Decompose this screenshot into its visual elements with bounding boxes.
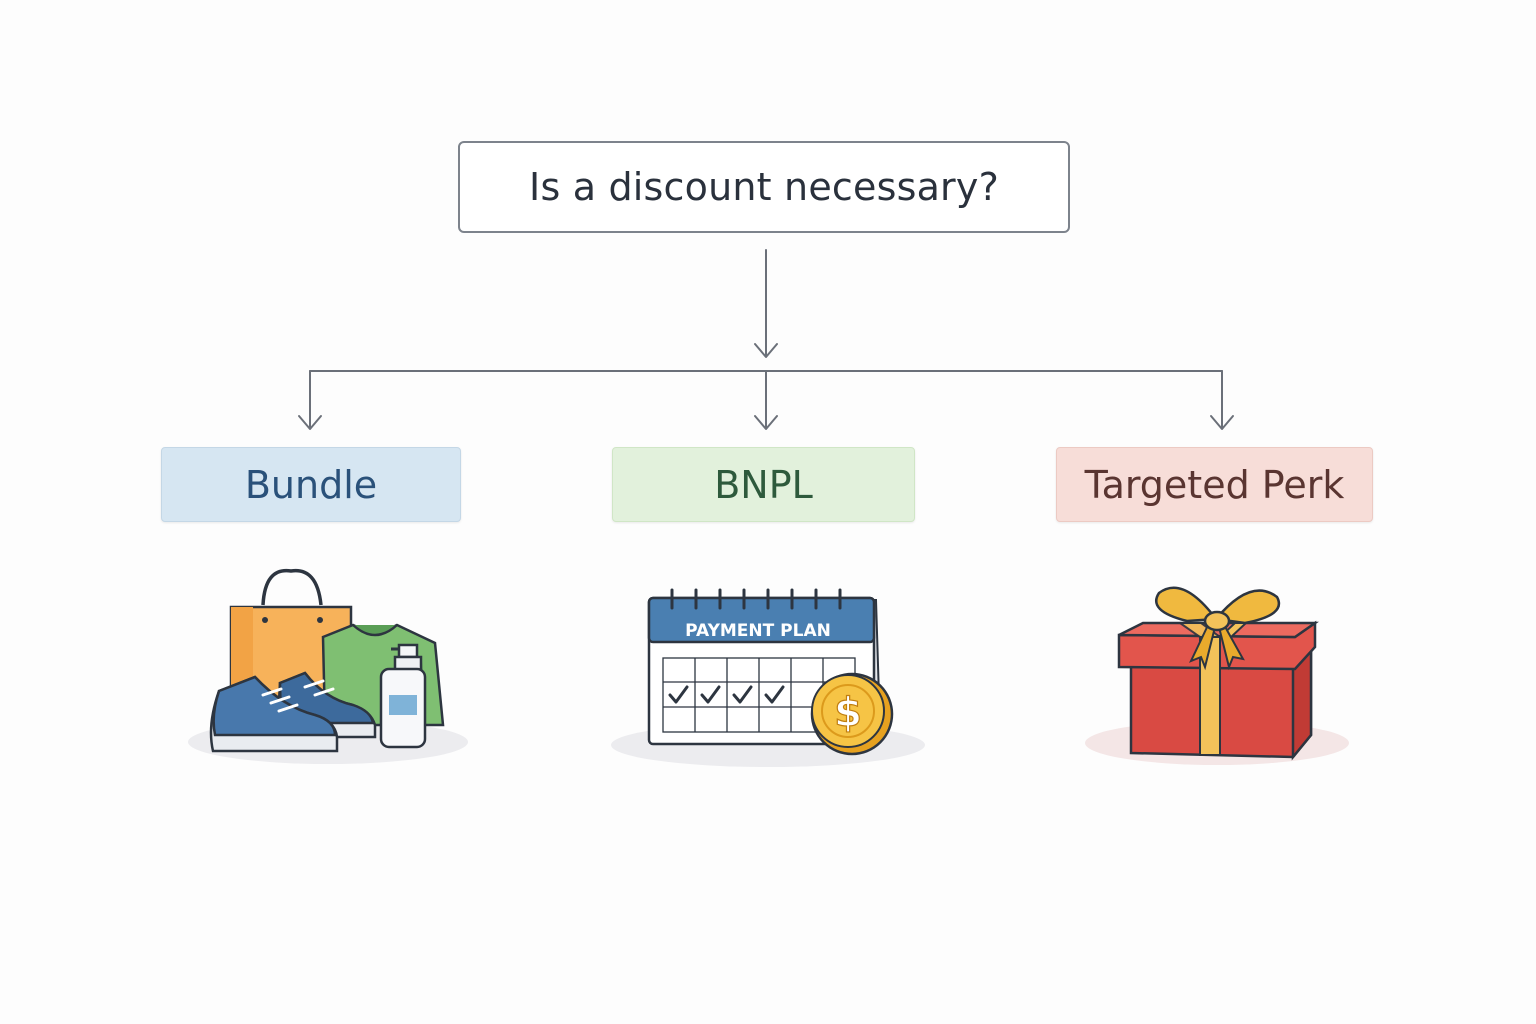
option-targeted-perk-label: Targeted Perk xyxy=(1084,462,1345,507)
arrowhead-left xyxy=(298,415,322,430)
lotion-bottle-icon xyxy=(379,643,427,749)
option-bundle: Bundle xyxy=(161,447,461,522)
option-targeted-perk: Targeted Perk xyxy=(1056,447,1373,522)
sneakers-icon xyxy=(209,671,377,753)
option-bnpl: BNPL xyxy=(612,447,915,522)
question-text: Is a discount necessary? xyxy=(529,165,999,209)
calendar-header xyxy=(647,596,876,644)
checkmarks xyxy=(668,685,785,704)
dollar-coin-icon: $ xyxy=(810,672,894,756)
arrowhead-center xyxy=(754,415,778,430)
bow-icon xyxy=(1155,586,1280,671)
trunk-arrowhead xyxy=(754,343,778,358)
option-bnpl-label: BNPL xyxy=(714,462,813,507)
calendar-rings xyxy=(670,588,842,610)
question-box: Is a discount necessary? xyxy=(458,141,1070,233)
payment-calendar-icon: PAYMENT PLAN xyxy=(611,588,925,767)
calendar-header-text: PAYMENT PLAN xyxy=(685,621,831,641)
arrowhead-right xyxy=(1210,415,1234,430)
shopping-bundle-icon xyxy=(188,568,468,764)
gift-box-icon xyxy=(1085,586,1349,765)
option-bundle-label: Bundle xyxy=(244,462,378,507)
coin-symbol: $ xyxy=(834,690,862,736)
